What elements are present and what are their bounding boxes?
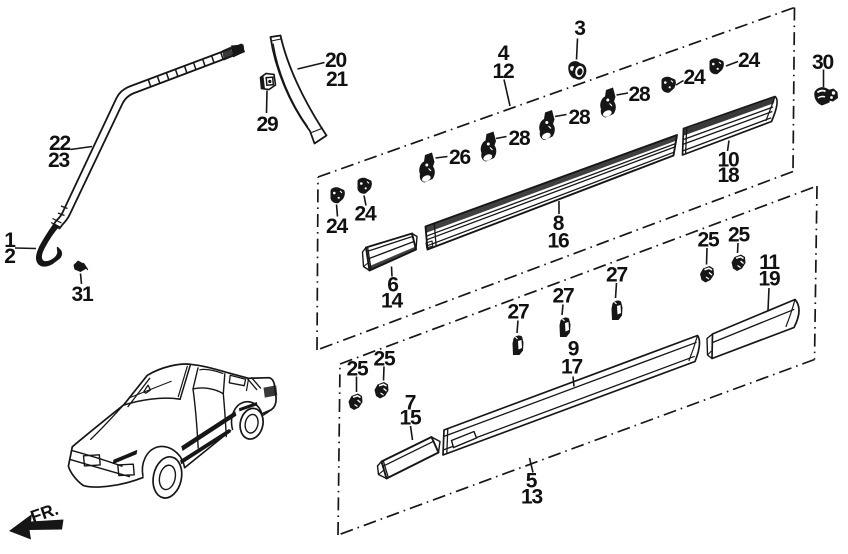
svg-text:30: 30: [812, 51, 833, 74]
svg-text:14: 14: [381, 290, 403, 313]
svg-text:26: 26: [449, 146, 470, 169]
svg-text:19: 19: [759, 268, 780, 291]
svg-text:24: 24: [738, 49, 760, 72]
svg-text:28: 28: [509, 127, 531, 150]
svg-text:24: 24: [326, 215, 348, 238]
svg-text:20: 20: [325, 49, 346, 72]
svg-text:4: 4: [498, 42, 510, 65]
svg-text:27: 27: [508, 301, 529, 324]
svg-text:13: 13: [521, 486, 542, 509]
svg-text:3: 3: [574, 17, 585, 40]
svg-text:31: 31: [72, 283, 94, 306]
svg-text:10: 10: [718, 149, 739, 172]
svg-text:28: 28: [629, 83, 651, 106]
svg-text:15: 15: [400, 407, 422, 430]
svg-text:21: 21: [326, 68, 348, 91]
svg-text:24: 24: [355, 203, 377, 226]
svg-text:25: 25: [728, 224, 750, 247]
svg-text:5: 5: [526, 470, 538, 493]
svg-text:29: 29: [257, 113, 278, 136]
svg-text:25: 25: [698, 229, 720, 252]
svg-text:28: 28: [569, 106, 591, 129]
svg-text:27: 27: [606, 264, 627, 287]
svg-text:2: 2: [4, 245, 15, 268]
svg-text:6: 6: [387, 274, 398, 297]
svg-text:22: 22: [49, 132, 70, 155]
svg-text:8: 8: [553, 212, 565, 235]
svg-text:25: 25: [347, 358, 369, 381]
svg-text:12: 12: [493, 60, 514, 83]
svg-text:11: 11: [759, 251, 780, 274]
svg-text:16: 16: [548, 230, 569, 253]
svg-text:17: 17: [561, 356, 582, 379]
svg-text:9: 9: [568, 338, 579, 361]
svg-text:7: 7: [405, 392, 416, 415]
svg-text:27: 27: [553, 285, 574, 308]
svg-text:23: 23: [48, 149, 69, 172]
svg-text:24: 24: [684, 66, 706, 89]
svg-text:25: 25: [374, 348, 396, 371]
svg-text:18: 18: [718, 164, 740, 187]
svg-text:1: 1: [4, 229, 16, 252]
